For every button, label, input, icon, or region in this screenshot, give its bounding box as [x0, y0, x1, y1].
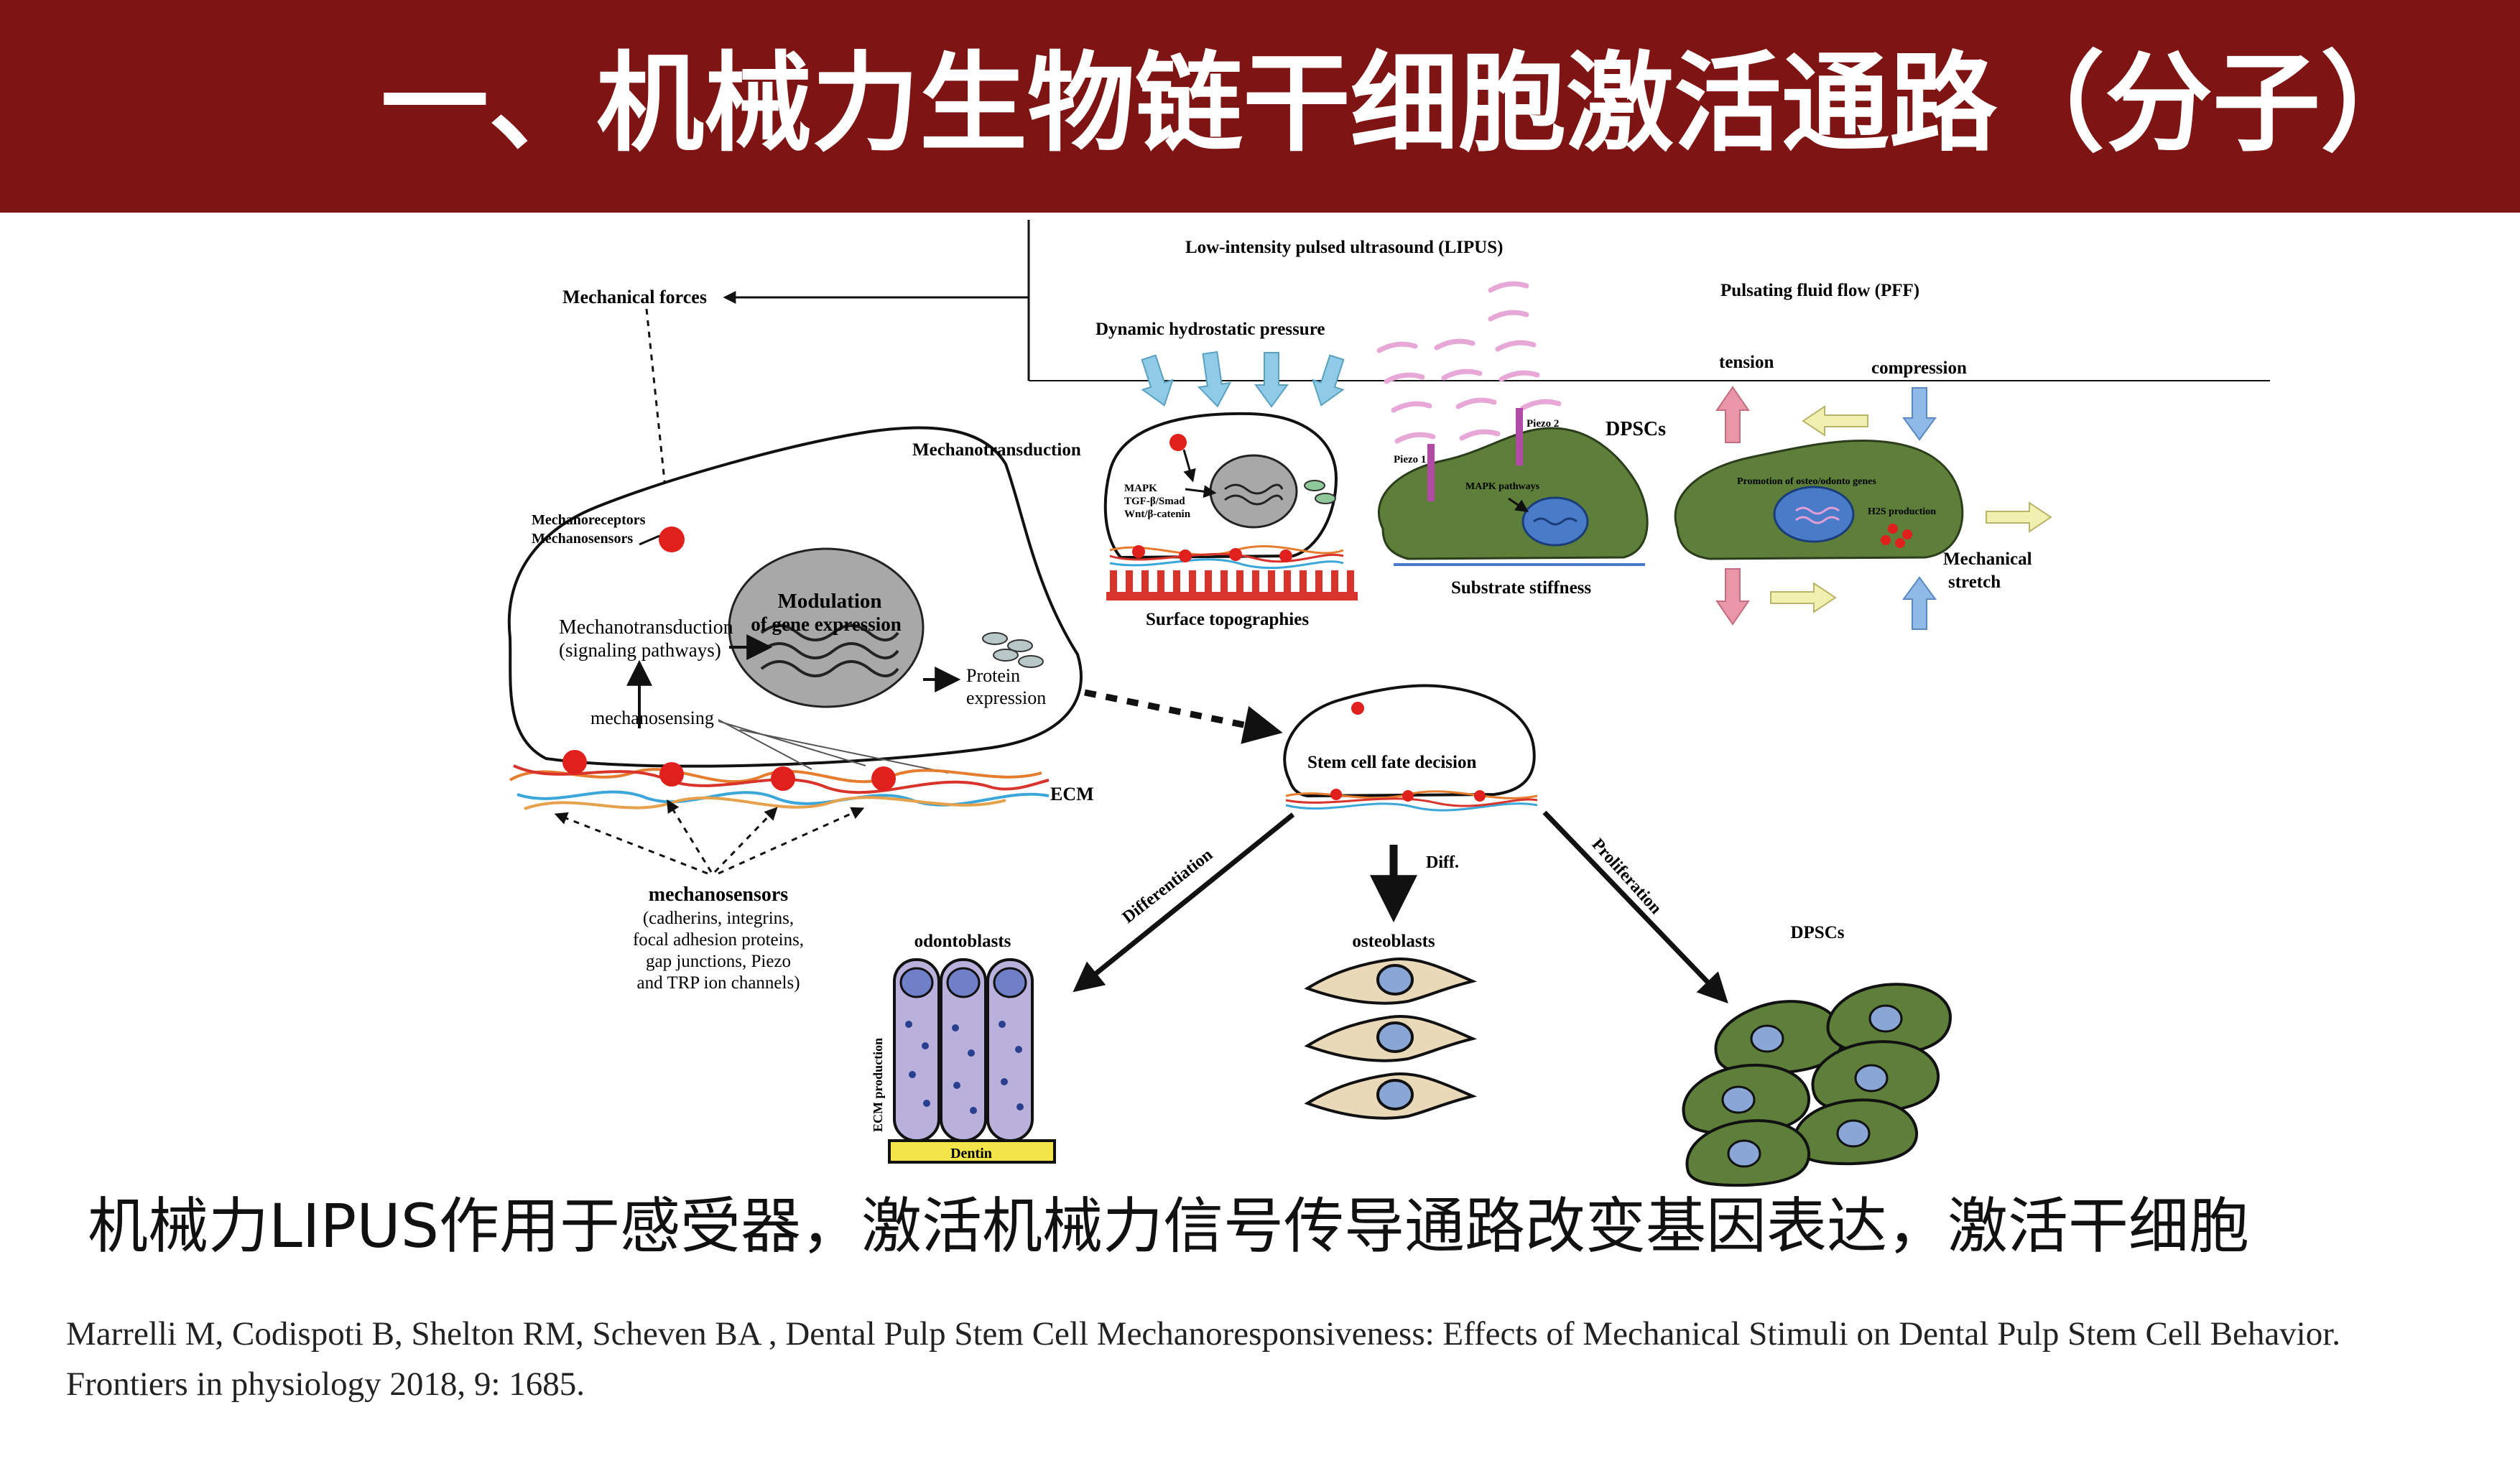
promotion-label: Promotion of osteo/odonto genes	[1737, 476, 1876, 487]
title-banner: 一、机械力生物链干细胞激活通路（分子）	[0, 0, 2520, 213]
dpscs-bottom-label: DPSCs	[1790, 923, 1844, 942]
to-fate-arrow	[1084, 689, 1283, 744]
wnt-label: Wnt/β-catenin	[1124, 509, 1191, 520]
citation-line-1: Marrelli M, Codispoti B, Shelton RM, Sch…	[66, 1315, 2341, 1353]
dentin-label: Dentin	[950, 1146, 992, 1161]
force-bracket	[723, 220, 2270, 381]
differentiation-arrow	[1073, 812, 1295, 993]
surface-topography	[1106, 570, 1358, 600]
diff-label: Diff.	[1426, 853, 1459, 872]
dpscs-top-label: DPSCs	[1606, 418, 1666, 440]
mechanosensors-line-4: and TRP ion channels)	[636, 973, 800, 993]
mechanotransduction-label: Mechanotransduction	[559, 616, 733, 639]
stem-cell-fate-cell	[1283, 684, 1536, 798]
mechanobiology-diagram: Mechanical forces Modulation of gene exp…	[507, 220, 2270, 1187]
mechanosensor-arrows	[554, 799, 865, 875]
citation: Marrelli M, Codispoti B, Shelton RM, Sch…	[66, 1309, 2494, 1409]
dpsc-cell-piezo	[1378, 427, 1649, 560]
piezo1-label: Piezo 1	[1394, 454, 1426, 465]
mechanosensors-title: mechanosensors	[649, 884, 789, 906]
proliferation-arrow	[1542, 810, 1728, 1004]
osteoblasts-label: osteoblasts	[1352, 932, 1435, 951]
lipus-waves	[1376, 281, 1562, 444]
mechanosensing-label: mechanosensing	[590, 708, 714, 728]
compression-label: compression	[1871, 358, 1967, 378]
ecm-production-label: ECM production	[871, 1038, 885, 1132]
mechanical-forces-label: Mechanical forces	[562, 287, 707, 307]
proliferation-label: Proliferation	[1588, 835, 1665, 918]
mechanoreceptors-label: Mechanoreceptors	[532, 512, 646, 528]
main-cell: Modulation of gene expression Mechanotra…	[507, 426, 1083, 774]
mechanotransduction-header: Mechanotransduction	[912, 440, 1081, 460]
stem-cell-fate-label: Stem cell fate decision	[1307, 753, 1476, 772]
odontoblast-cells	[888, 958, 1056, 1164]
pff-flow-arrows	[1770, 405, 2052, 613]
h2s-label: H2S production	[1868, 506, 1936, 517]
nucleus	[728, 547, 925, 708]
integrin-dots	[562, 750, 896, 791]
signaling-pathways-label: (signaling pathways)	[559, 639, 721, 661]
mechanosensors-line-1: (cadherins, integrins,	[643, 909, 794, 928]
dentin-layer	[888, 1139, 1056, 1164]
substrate-stiffness-label: Substrate stiffness	[1451, 578, 1591, 598]
stretch-label: stretch	[1948, 572, 2001, 592]
tgf-label: TGF-β/Smad	[1124, 496, 1185, 507]
mapk-label: MAPK	[1124, 483, 1157, 494]
protein-label: Protein	[966, 665, 1020, 686]
slide-title: 一、机械力生物链干细胞激活通路（分子）	[381, 42, 2429, 167]
ecm-fibers	[509, 764, 1050, 810]
tension-arrows	[1715, 386, 1750, 626]
compression-arrows	[1902, 387, 1937, 630]
pff-label: Pulsating fluid flow (PFF)	[1720, 281, 1919, 300]
mechanoreceptor-dot	[659, 527, 685, 552]
protein-expression-label: expression	[966, 687, 1046, 708]
modulation-label: Modulation	[777, 590, 881, 613]
lipus-label: Low-intensity pulsed ultrasound (LIPUS)	[1185, 238, 1503, 257]
citation-line-2: Frontiers in physiology 2018, 9: 1685.	[66, 1365, 585, 1403]
protein-granules	[982, 632, 1044, 668]
pressure-arrows	[1141, 351, 1345, 408]
ecm-label: ECM	[1050, 784, 1094, 804]
mechanosensors-line-3: gap junctions, Piezo	[646, 952, 791, 971]
mechanosensors-label: Mechanosensors	[532, 531, 633, 547]
osteoblast-cells	[1304, 957, 1478, 1120]
slide-caption: 机械力LIPUS作用于感受器，激活机械力信号传导通路改变基因表达，激活干细胞	[88, 1191, 2250, 1261]
piezo2-label: Piezo 2	[1527, 418, 1559, 430]
mechanosensors-line-2: focal adhesion proteins,	[633, 930, 804, 950]
tension-label: tension	[1719, 353, 1774, 372]
odontoblasts-label: odontoblasts	[914, 932, 1011, 951]
surface-topographies-label: Surface topographies	[1146, 610, 1309, 629]
mechanical-label: Mechanical	[1943, 549, 2032, 569]
mapk-pathways-label: MAPK pathways	[1465, 481, 1540, 492]
forces-to-receptor-arrow	[645, 308, 672, 504]
dpsc-cluster	[1682, 983, 1952, 1187]
dhp-label: Dynamic hydrostatic pressure	[1095, 320, 1325, 339]
gene-expression-label: of gene expression	[751, 613, 902, 635]
